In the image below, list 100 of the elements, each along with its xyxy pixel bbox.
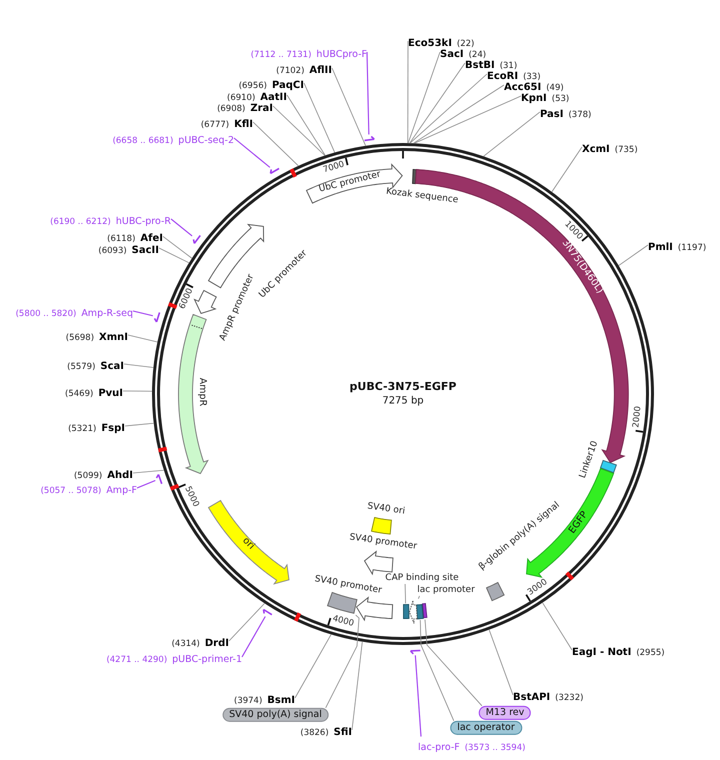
leader-line — [407, 40, 408, 144]
leader-line — [410, 74, 488, 144]
cut-position: (735) — [614, 144, 638, 155]
cut-position: (5579) — [67, 362, 96, 372]
cut-position: (6908) — [217, 104, 246, 114]
enzyme-name: EagI - NotI — [572, 646, 632, 658]
cut-position: (3826) — [300, 728, 329, 738]
cut-position: (5321) — [68, 424, 96, 434]
enzyme-name: AfeI — [140, 233, 163, 244]
enzyme-name: AatII — [260, 92, 287, 103]
enzyme-name: EcoRI — [487, 70, 518, 82]
primer-range: (6190 .. 6212) — [50, 216, 111, 227]
feature-label: SV40 promoter — [314, 575, 382, 597]
cut-position: (7102) — [276, 66, 304, 76]
cut-position: (6093) — [98, 246, 127, 256]
leader-line — [242, 616, 266, 658]
leader-line — [170, 218, 192, 236]
feature-label: AmpR — [196, 378, 208, 406]
cut-position: (5099) — [74, 470, 102, 481]
plasmid-name: pUBC-3N75-EGFP — [350, 380, 456, 394]
primer-name: hUBC-pro-R — [116, 216, 171, 227]
enzyme-name: XcmI — [582, 144, 610, 155]
primer-range: (4271 .. 4290) — [106, 654, 168, 665]
leader-line — [404, 584, 406, 604]
leader-line — [420, 620, 454, 722]
ruler-label: 4000 — [332, 615, 355, 630]
primer-name: pUBC-seq-2 — [178, 134, 234, 146]
plasmid-size: 7275 bp — [382, 396, 424, 406]
primer-range: (5800 .. 5820) — [16, 308, 76, 319]
leader-line — [128, 334, 158, 342]
leader-line — [408, 52, 440, 144]
leader-line — [252, 122, 299, 166]
feature-box — [420, 602, 428, 620]
ruler-label: 6000 — [178, 288, 196, 312]
enzyme-name: PvuI — [98, 388, 123, 399]
leader-line — [272, 106, 326, 156]
leader-line — [414, 655, 422, 737]
primer-range: (5057 .. 5078) — [40, 486, 102, 496]
feature-tag: lac operator — [450, 720, 522, 736]
primer-mark-icon — [155, 472, 164, 485]
primer-name: lac-pro-F — [418, 742, 460, 753]
cut-position: (33) — [523, 72, 541, 82]
feature-label: ori — [240, 536, 256, 552]
primer-mark-icon — [268, 167, 281, 176]
enzyme-name: SacI — [440, 48, 464, 60]
enzyme-name: AflII — [309, 64, 332, 76]
feature-label: SV40 promoter — [348, 533, 418, 553]
enzyme-name: BsmI — [267, 694, 295, 706]
cut-position: (378) — [568, 110, 592, 120]
leader-line — [234, 138, 270, 168]
primer-mark-icon — [408, 648, 422, 656]
enzyme-name: BstAPI — [513, 692, 550, 703]
primer-mark-icon — [152, 310, 161, 323]
leader-line — [325, 614, 360, 708]
cut-position: (5469) — [65, 388, 94, 399]
feature-label: SV40 ori — [366, 502, 406, 518]
leader-line — [158, 248, 190, 264]
leader-line — [352, 641, 363, 730]
ruler-label: 2000 — [632, 406, 644, 429]
enzyme-name: KflI — [234, 118, 253, 130]
enzyme-name: PmlI — [648, 242, 673, 253]
feature-label: CAP binding site — [385, 574, 459, 584]
cut-position: (6777) — [200, 120, 230, 130]
cut-position: (31) — [500, 60, 518, 71]
leader-line — [124, 422, 154, 426]
feature-box — [326, 591, 358, 616]
leader-line — [366, 52, 370, 135]
leader-line — [418, 596, 420, 600]
leader-line — [483, 112, 540, 157]
cut-position: (5698) — [66, 332, 94, 343]
enzyme-name: DrdI — [204, 638, 229, 649]
primer-name: Amp-R-seq — [81, 308, 133, 319]
enzyme-name: FspI — [101, 422, 125, 434]
enzyme-name: Eco53kI — [408, 38, 452, 49]
leader-line — [286, 94, 326, 156]
enzyme-name: SfiI — [334, 726, 352, 738]
primer-range: (7112 .. 7131) — [250, 50, 312, 60]
leader-line — [409, 62, 466, 144]
primer-name: hUBCpro-F — [316, 48, 367, 60]
primer-range: (6658 .. 6681) — [112, 136, 174, 146]
leader-line — [551, 146, 582, 192]
leader-line — [162, 236, 192, 259]
enzyme-name: PasI — [540, 108, 564, 120]
cut-position: (1197) — [678, 242, 706, 253]
feature-label: Kozak sequence — [385, 188, 459, 206]
cut-position: (6956) — [238, 80, 267, 91]
leader-line — [122, 390, 152, 392]
feature-box — [402, 603, 410, 620]
feature-label: lac promoter — [417, 586, 475, 596]
primer-mark-icon — [262, 608, 274, 616]
leader-line — [414, 96, 522, 144]
enzyme-name: Acc65I — [504, 82, 542, 93]
feature-tag: M13 rev — [478, 706, 532, 720]
ruler-label: 7000 — [322, 160, 346, 176]
leader-line — [132, 310, 153, 316]
leader-line — [413, 84, 504, 144]
leader-line — [488, 629, 514, 696]
leader-line — [618, 244, 648, 266]
enzyme-name: SacII — [132, 244, 159, 256]
feature-block — [408, 598, 419, 625]
